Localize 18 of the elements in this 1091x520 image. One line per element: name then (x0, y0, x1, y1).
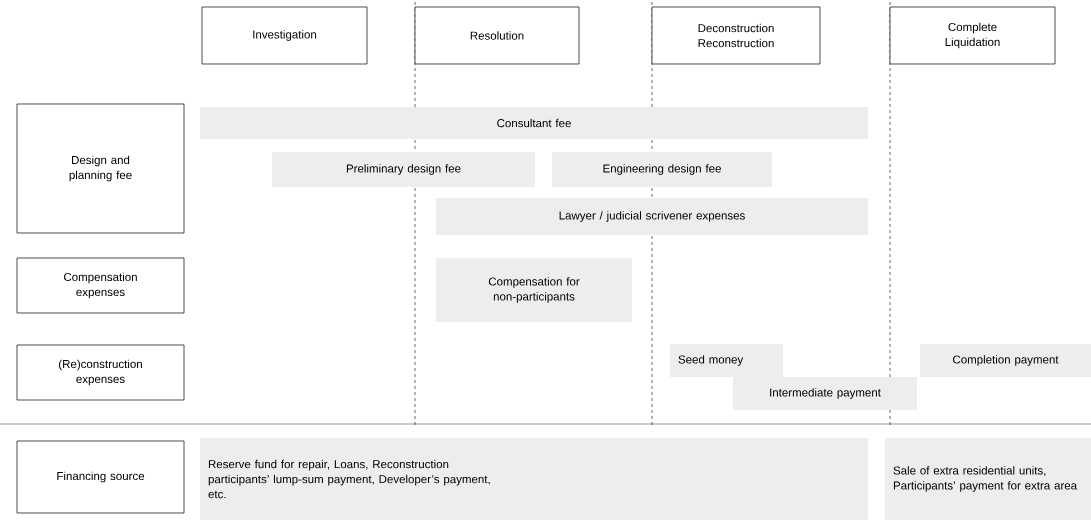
cost-bar: Consultant fee (200, 107, 868, 139)
phase-box: Investigation (201, 6, 368, 65)
category-box: (Re)construction expenses (16, 344, 185, 401)
cost-bar: Compensation for non-participants (436, 258, 632, 322)
cost-bar: Intermediate payment (733, 377, 917, 410)
cost-bar: Completion payment (920, 344, 1091, 377)
category-box: Compensation expenses (16, 257, 185, 314)
cost-bar: Engineering design fee (552, 152, 772, 187)
phase-box: Complete Liquidation (889, 6, 1056, 65)
funding-bar: Reserve fund for repair, Loans, Reconstruction participants’ lump-sum payment, Developer’s payment, etc. (200, 438, 868, 520)
phase-box: Deconstruction Reconstruction (651, 6, 821, 65)
category-box: Financing source (16, 440, 185, 514)
funding-bar: Sale of extra residential units, Participants’ payment for extra area (885, 438, 1091, 520)
phase-box: Resolution (414, 6, 580, 65)
cost-bar: Seed money (670, 344, 783, 377)
cost-bar: Lawyer / judicial scrivener expenses (436, 198, 868, 235)
category-box: Design and planning fee (16, 103, 185, 234)
cost-bar: Preliminary design fee (272, 152, 535, 187)
